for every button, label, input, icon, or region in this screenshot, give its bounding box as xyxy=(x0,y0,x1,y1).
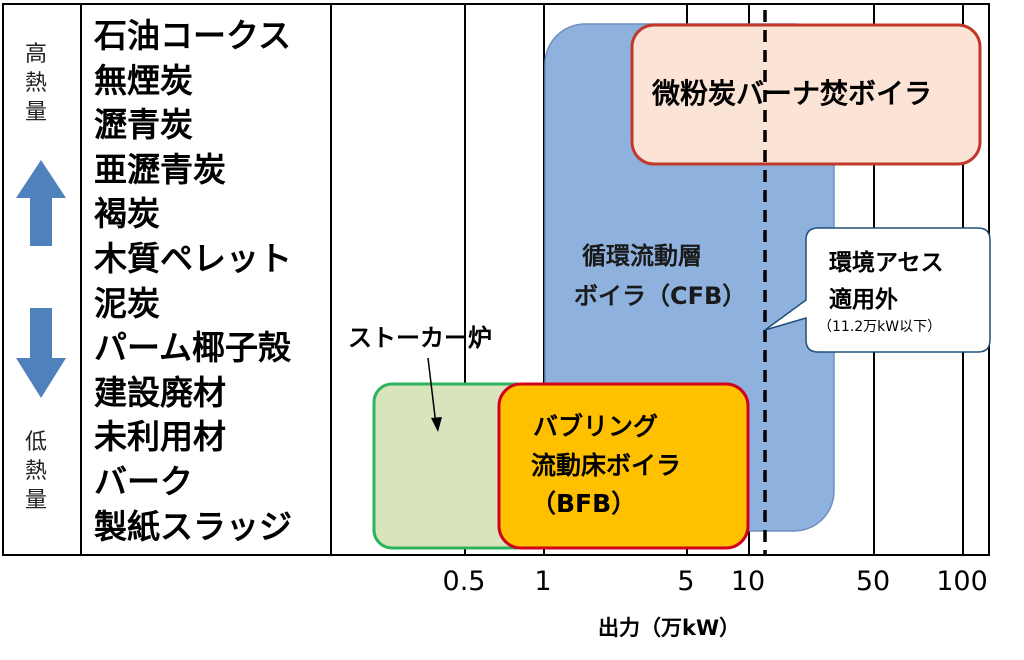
fuel-item: パーム椰子殻 xyxy=(94,328,292,368)
fuel-item: 木質ペレット xyxy=(94,238,292,278)
low-heat-label: 低熱量 xyxy=(24,430,47,513)
stoker-pointer-arrow xyxy=(427,357,437,426)
arrowhead-icon xyxy=(431,417,442,432)
tick-label: 50 xyxy=(855,566,891,597)
fuel-item: 瀝青炭 xyxy=(94,105,193,145)
column-divider-fuels xyxy=(330,3,332,556)
fuel-item: 製紙スラッジ xyxy=(94,506,292,546)
fuel-item: 亜瀝青炭 xyxy=(94,149,226,189)
callout-line2: 適用外 xyxy=(829,287,898,313)
gridline-0-5 xyxy=(464,3,466,556)
fuel-list: 石油コークス 無煙炭 瀝青炭 亜瀝青炭 褐炭 木質ペレット 泥炭 パーム椰子殻 … xyxy=(94,14,292,549)
fuel-item: 泥炭 xyxy=(94,283,160,323)
tick-label: 5 xyxy=(677,566,695,597)
tick-label: 1 xyxy=(534,566,552,597)
callout-line3: （11.2万kW以下） xyxy=(818,319,942,335)
fuel-item: 建設廃材 xyxy=(94,372,226,412)
pulverized-label: 微粉炭バーナ焚ボイラ xyxy=(652,77,933,110)
bfb-label-line1: バブリング xyxy=(533,412,659,441)
fuel-item: バーク xyxy=(94,461,193,501)
x-axis-label: 出力（万kW） xyxy=(598,616,741,640)
callout-bubble xyxy=(764,227,991,353)
bfb-label-line3: （BFB） xyxy=(531,489,637,518)
cfb-label-line2: ボイラ（CFB） xyxy=(574,282,747,310)
high-heat-label: 高熱量 xyxy=(24,42,47,125)
column-divider-heat xyxy=(80,3,82,556)
fuel-item: 無煙炭 xyxy=(94,60,193,100)
bfb-region xyxy=(497,382,750,550)
gridline-1 xyxy=(543,3,545,556)
callout-line1: 環境アセス xyxy=(829,250,944,276)
fuel-item: 石油コークス xyxy=(94,16,292,55)
up-arrow-icon xyxy=(16,160,66,246)
tick-label: 10 xyxy=(730,566,766,597)
bfb-label-line2: 流動床ボイラ xyxy=(531,451,682,480)
stoker-label: ストーカー炉 xyxy=(348,324,492,352)
down-arrow-icon xyxy=(16,308,66,398)
cfb-label-line1: 循環流動層 xyxy=(582,242,702,270)
tick-label: 100 xyxy=(936,566,988,597)
fuel-item: 褐炭 xyxy=(94,194,160,234)
pulverized-region xyxy=(630,23,982,166)
tick-label: 0.5 xyxy=(442,566,486,597)
fuel-item: 未利用材 xyxy=(94,417,226,457)
